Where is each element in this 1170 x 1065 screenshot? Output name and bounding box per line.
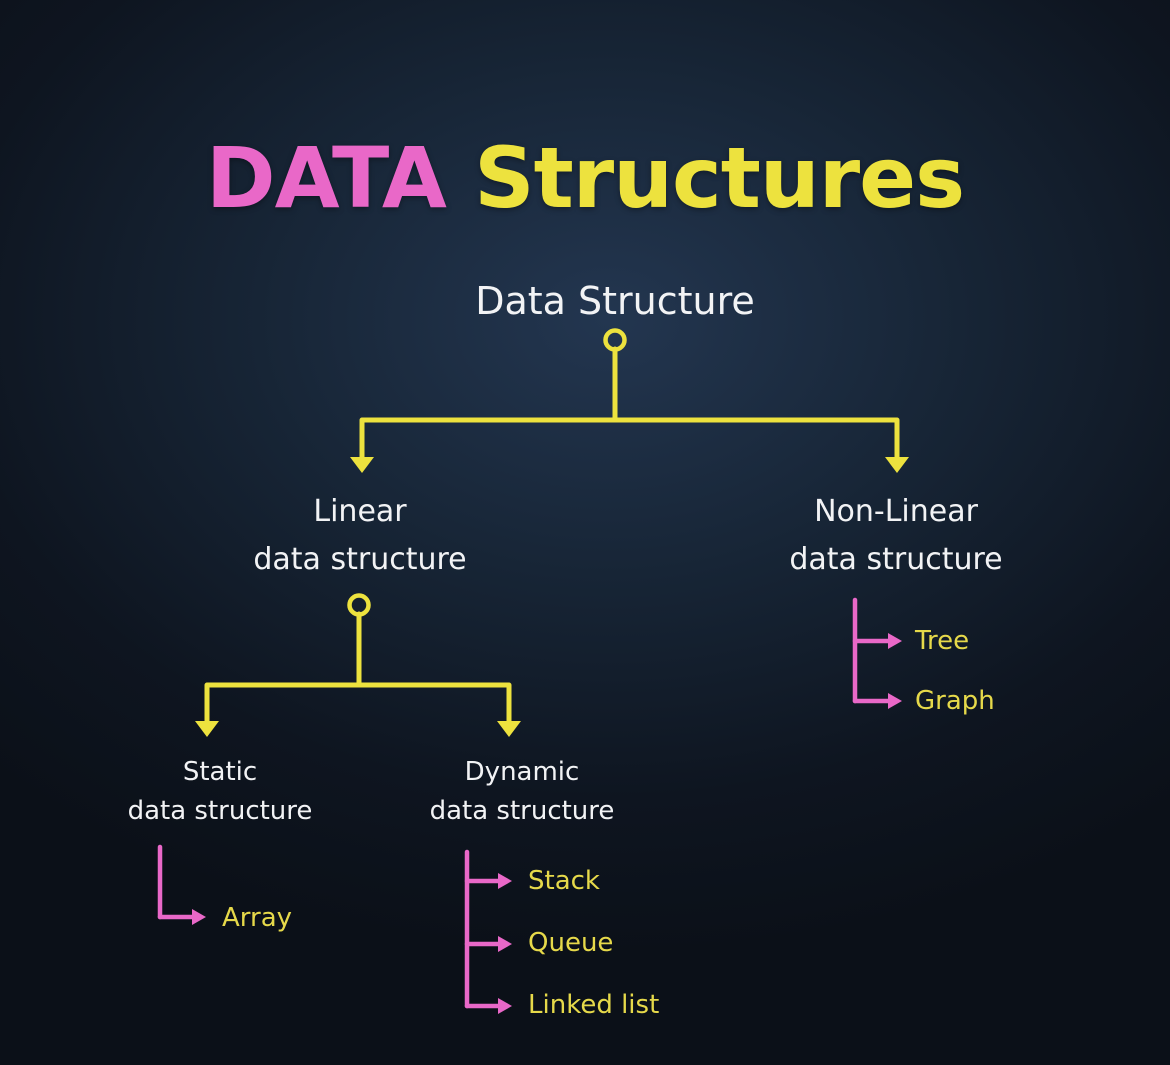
stack-arrowhead xyxy=(498,873,512,889)
leaf-tree: Tree xyxy=(915,626,970,656)
linear-ring xyxy=(347,593,371,617)
linkedlist-arrowhead xyxy=(498,998,512,1014)
leaf-stack: Stack xyxy=(528,866,600,896)
arrow-to-static xyxy=(195,721,219,737)
static-label-line2: data structure xyxy=(127,796,313,826)
leaf-array: Array xyxy=(222,903,293,933)
arrow-to-linear xyxy=(350,457,374,473)
linear-label-line2: data structure xyxy=(253,542,467,577)
leaf-linked-list: Linked list xyxy=(528,990,660,1020)
title-word-structures: Structures xyxy=(474,129,965,227)
static-node: Static data structure xyxy=(90,753,350,831)
nonlinear-label-line1: Non-Linear xyxy=(814,494,978,529)
dynamic-node: Dynamic data structure xyxy=(392,753,652,831)
root-ring xyxy=(603,328,627,352)
title-word-data: DATA xyxy=(205,129,447,227)
root-node: Data Structure xyxy=(415,276,815,326)
root-label: Data Structure xyxy=(475,279,755,323)
tree-arrowhead xyxy=(888,633,902,649)
root-branch xyxy=(359,417,900,460)
static-label-line1: Static xyxy=(182,757,258,787)
page-title: DATA Structures xyxy=(0,128,1170,228)
queue-arrowhead xyxy=(498,936,512,952)
arrow-to-nonlinear xyxy=(885,457,909,473)
nonlinear-label-line2: data structure xyxy=(789,542,1003,577)
linear-branch xyxy=(204,682,512,724)
nonlinear-node: Non-Linear data structure xyxy=(746,488,1046,584)
array-arrowhead xyxy=(192,909,206,925)
graph-arrowhead xyxy=(888,693,902,709)
dynamic-label-line2: data structure xyxy=(429,796,615,826)
leaf-graph: Graph xyxy=(915,686,995,716)
linear-label-line1: Linear xyxy=(313,494,407,529)
arrow-to-dynamic xyxy=(497,721,521,737)
leaf-queue: Queue xyxy=(528,928,614,958)
dynamic-label-line1: Dynamic xyxy=(464,757,580,787)
linear-node: Linear data structure xyxy=(210,488,510,584)
